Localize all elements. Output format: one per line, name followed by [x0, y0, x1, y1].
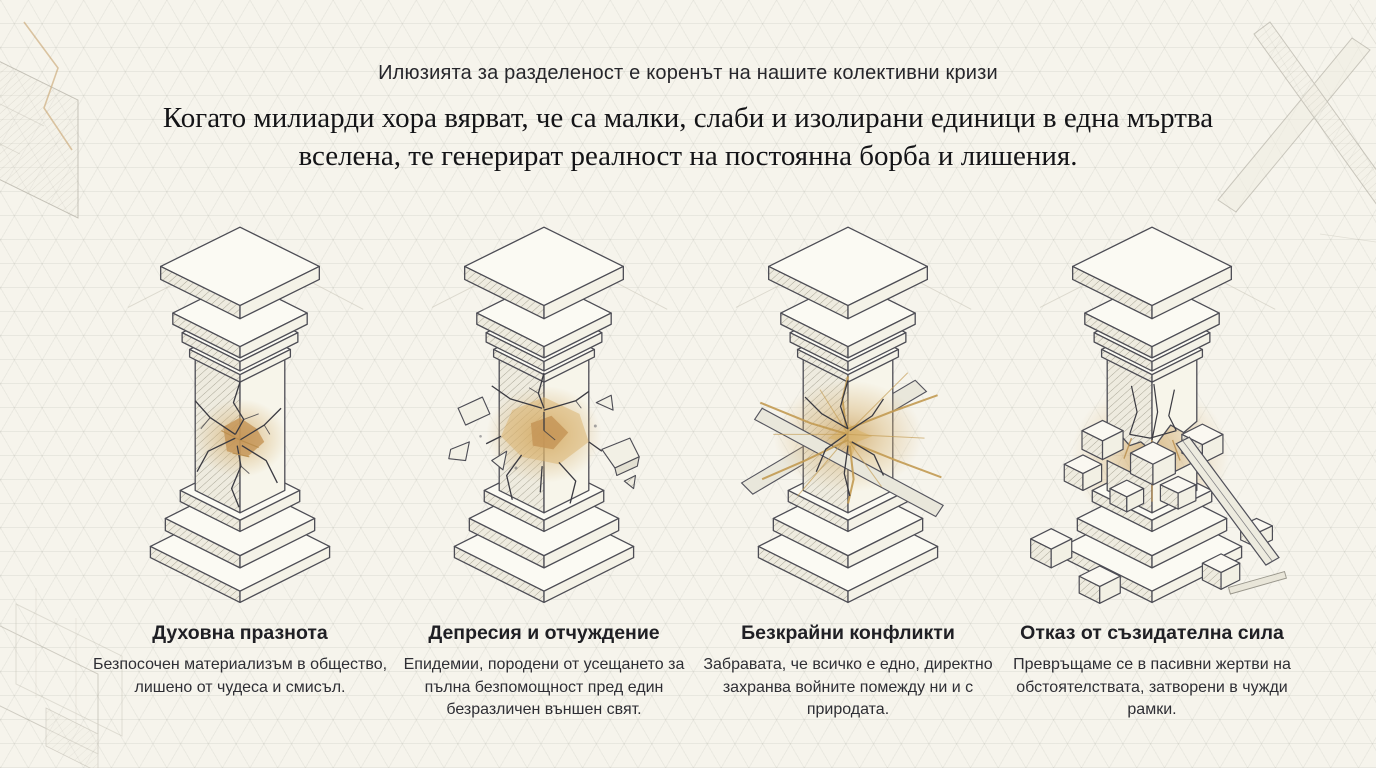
debris-specks	[479, 424, 597, 470]
debris-fragments	[448, 394, 640, 490]
amber-cracks	[221, 430, 259, 458]
amber-core	[827, 423, 873, 457]
pillar-description: Превръщаме се в пасивни жертви на обстоя…	[1013, 656, 1291, 719]
crack-branches	[200, 413, 271, 474]
pillar-column-refusal-of-creative-power: Отказ от съзидателна сила Превръщаме се …	[1000, 216, 1304, 722]
crumbling-pillar-icon	[1030, 226, 1287, 604]
crack-lines	[485, 372, 603, 504]
fallen-beam	[1175, 436, 1280, 566]
pillar-structure	[1061, 226, 1243, 604]
pillar-description: Безпосочен материализъм в общество, лише…	[92, 656, 388, 696]
pillar-column-spiritual-emptiness: Духовна празнота Безпосочен материализъм…	[88, 216, 392, 722]
shattering-pillar-icon	[431, 226, 668, 604]
bursting-pillar-icon	[735, 226, 972, 604]
pillar-title: Безкрайни конфликти	[741, 622, 955, 644]
pillar-column-endless-conflicts: Безкрайни конфликти Забравата, че всичко…	[696, 216, 1000, 722]
pillar-title: Духовна празнота	[152, 622, 328, 644]
pillar-title: Депресия и отчуждение	[428, 622, 660, 644]
crack-branches	[528, 387, 582, 441]
ground-plank	[1227, 571, 1287, 595]
cracked-pillar-icon	[127, 226, 364, 604]
slide-heading: Когато милиарди хора вярват, че са малки…	[162, 102, 1214, 173]
pillar-description: Епидемии, породени от усещането за пълна…	[403, 656, 685, 719]
crack-lines	[1129, 383, 1177, 441]
amber-core	[530, 415, 569, 450]
slide-kicker: Илюзията за разделеност е коренът на наш…	[378, 62, 998, 84]
golden-rays	[759, 376, 942, 504]
pillars-row: Духовна празнота Безпосочен материализъм…	[0, 216, 1376, 722]
pillar-title: Отказ от съзидателна сила	[1020, 622, 1284, 644]
pillar-column-depression-alienation: Депресия и отчуждение Епидемии, породени…	[392, 216, 696, 722]
crack-lines	[804, 380, 885, 497]
golden-rays-thin	[773, 372, 925, 497]
pillar-description: Забравата, че всичко е едно, директно за…	[703, 656, 993, 719]
